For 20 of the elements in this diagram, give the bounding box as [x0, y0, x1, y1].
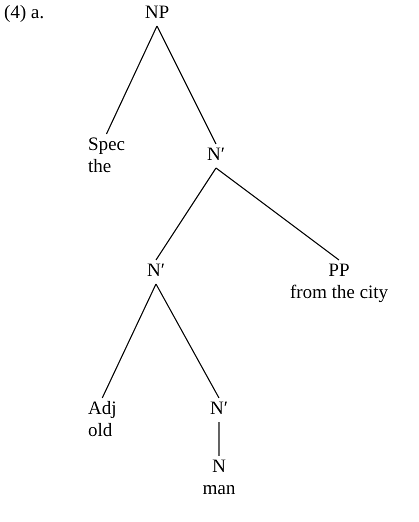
category-label: Spec [88, 134, 125, 156]
category-label: N [212, 456, 226, 478]
branch-line [218, 422, 220, 456]
example-number: (4) a. [4, 2, 44, 24]
branch-line [156, 26, 217, 144]
branch-line [106, 26, 158, 134]
category-label: NP [144, 2, 170, 24]
word-label: from the city [290, 282, 388, 304]
branch-line [155, 168, 216, 260]
word-label: the [88, 156, 112, 178]
word-label: old [88, 420, 112, 442]
branch-line [155, 284, 220, 398]
category-label: Adj [88, 398, 116, 420]
category-label: N′ [147, 260, 165, 282]
branch-line [216, 168, 340, 260]
category-label: N′ [210, 398, 228, 420]
branch-line [102, 284, 157, 398]
category-label: PP [328, 260, 350, 282]
word-label: man [202, 478, 236, 500]
category-label: N′ [207, 144, 225, 166]
